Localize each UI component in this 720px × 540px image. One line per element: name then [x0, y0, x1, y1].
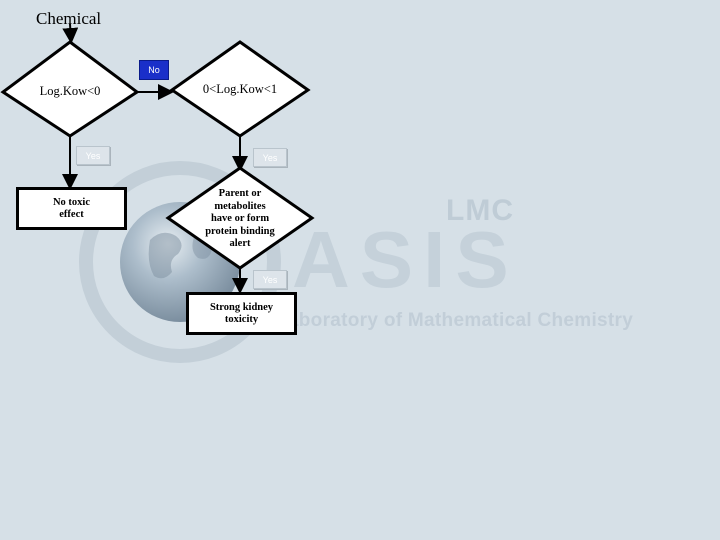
arrow-start	[62, 23, 79, 44]
yes-button-1[interactable]: Yes	[76, 146, 110, 165]
decision-3-diamond	[165, 166, 315, 270]
globe-ring	[79, 161, 281, 363]
no-button[interactable]: No	[139, 60, 169, 80]
decision-2-label: 0<Log.Kow<1	[202, 82, 278, 96]
decision-1-diamond	[0, 40, 140, 138]
watermark-lab: Laboratory of Mathematical Chemistry	[276, 310, 634, 331]
decision-3-label: Parent or metabolites have or form prote…	[205, 188, 275, 249]
start-label: Chemical	[36, 9, 102, 28]
watermark-lmc: LMC	[446, 194, 514, 227]
yes-button-3[interactable]: Yes	[253, 270, 287, 289]
outcome-strong-kidney-toxicity: Strong kidney toxicity	[186, 292, 297, 335]
outcome-no-toxic-effect: No toxic effect	[16, 187, 127, 230]
yes-button-2[interactable]: Yes	[253, 148, 287, 167]
watermark-oasis: ASIS	[292, 215, 519, 304]
decision-1-label: Log.Kow<0	[39, 84, 101, 98]
decision-2-diamond	[169, 40, 311, 138]
